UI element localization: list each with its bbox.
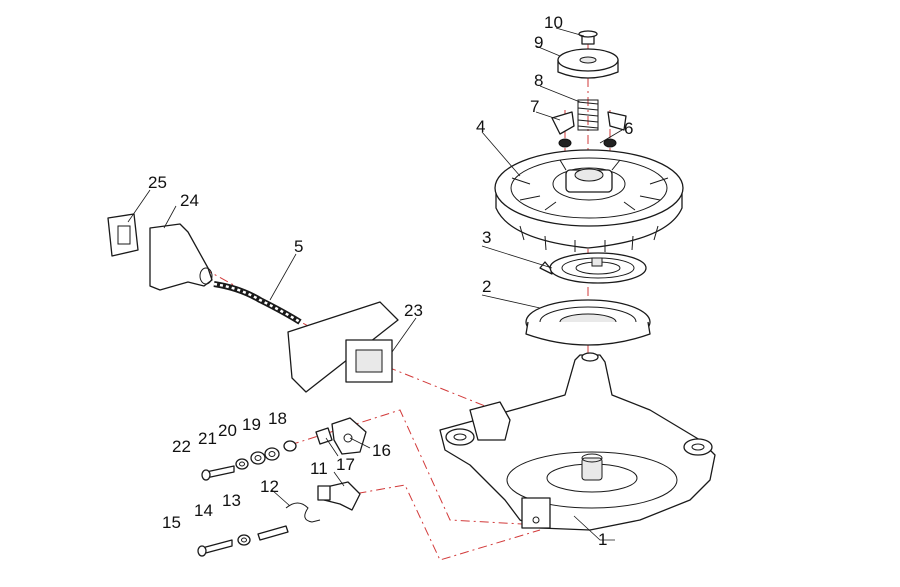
part-5-starter-rope: [213, 281, 302, 325]
part-8-center-spring: [577, 99, 599, 131]
callout-24: 24: [180, 191, 199, 210]
part-6-pawl-springs: [558, 138, 617, 148]
callout-1: 1: [598, 530, 607, 549]
part-18-nut: [283, 440, 297, 452]
part-24-handle: [149, 223, 213, 291]
part-3-recoil-spring: [539, 252, 647, 284]
callout-20: 20: [218, 421, 237, 440]
callout-19: 19: [242, 415, 261, 434]
callout-2: 2: [482, 277, 491, 296]
callout-8: 8: [534, 71, 543, 90]
part-17-nut: [315, 427, 333, 445]
part-16-bracket: [331, 417, 367, 455]
part-4-reel-pulley: [494, 149, 684, 252]
part-1-housing: [439, 352, 716, 531]
part-14-washer: [237, 534, 251, 546]
callout-15: 15: [162, 513, 181, 532]
callout-23: 23: [404, 301, 423, 320]
callout-13: 13: [222, 491, 241, 510]
part-23-rope-guide: [287, 301, 399, 393]
part-12-spring: [285, 502, 321, 523]
part-22-screw: [201, 465, 235, 481]
part-9-friction-plate: [557, 48, 619, 79]
part-7-pawls: [551, 111, 627, 135]
leader-lines: [127, 27, 623, 541]
callout-18: 18: [268, 409, 287, 428]
part-21-washer: [235, 458, 249, 470]
part-2-spring-cover: [525, 299, 651, 346]
callout-12: 12: [260, 477, 279, 496]
callout-6: 6: [624, 119, 633, 138]
callout-17: 17: [336, 455, 355, 474]
part-11-lever: [317, 481, 361, 511]
callout-11: 11: [310, 459, 328, 478]
callout-25: 25: [148, 173, 167, 192]
callout-21: 21: [198, 429, 217, 448]
part-25-handle-insert: [107, 213, 139, 257]
part-10-bolt: [578, 30, 598, 45]
callout-3: 3: [482, 228, 491, 247]
part-13-pin: [257, 525, 289, 541]
part-20-washer: [250, 451, 266, 465]
callout-16: 16: [372, 441, 391, 460]
part-15-screw: [197, 539, 233, 557]
callout-5: 5: [294, 237, 303, 256]
callout-labels: 1 2 3 4 5 6 7 8 9 10 11 12 13 14 15 16 1…: [148, 13, 633, 549]
callout-10: 10: [544, 13, 563, 32]
callout-14: 14: [194, 501, 213, 520]
callout-4: 4: [476, 117, 485, 136]
callout-9: 9: [534, 33, 543, 52]
callout-7: 7: [530, 97, 539, 116]
callout-22: 22: [172, 437, 191, 456]
part-19-washer: [264, 447, 280, 461]
